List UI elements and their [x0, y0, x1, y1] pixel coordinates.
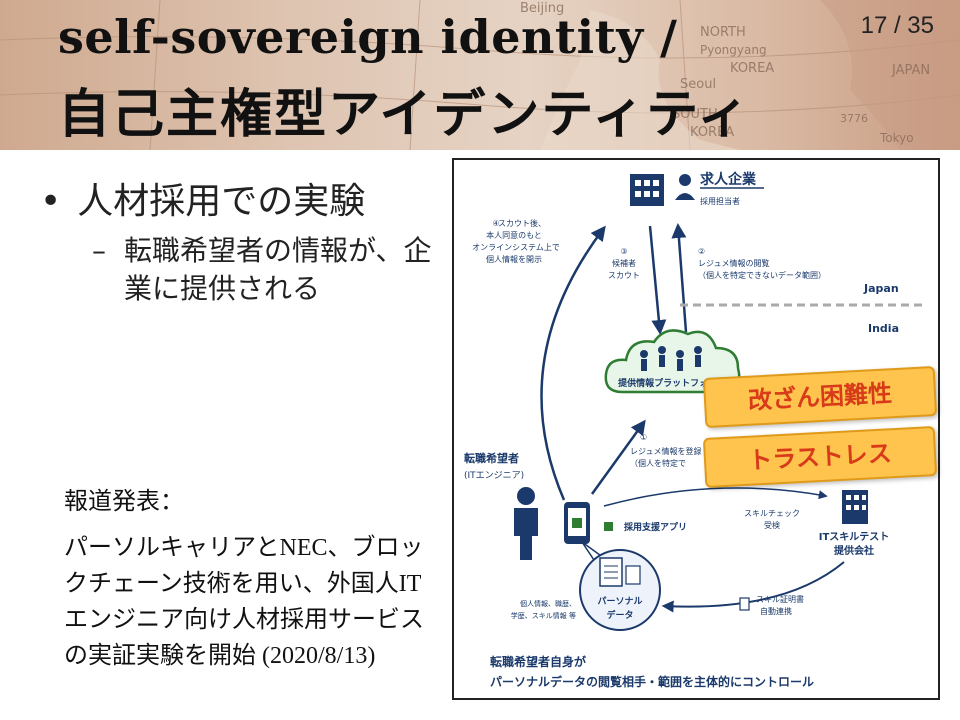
label-japan: Japan [863, 282, 899, 295]
company-title: 求人企業 [700, 171, 757, 188]
page-number: 17 / 35 [860, 12, 934, 39]
document-icon [599, 557, 641, 587]
title-banner: Beijing NORTH Pyongyang KOREA Seoul SOUT… [0, 0, 960, 150]
press-body: パーソルキャリアとNEC、ブロックチェーン技術を用い、外国人ITエンジニア向け人… [64, 535, 424, 669]
recruiter-icon [675, 174, 695, 200]
step3-line: 候補者 [612, 258, 636, 268]
personal-items-line: 学歴、スキル情報 等 [511, 611, 576, 620]
app-label: 採用支援アプリ [624, 521, 687, 533]
step1-line: レジュメ情報を登録 [630, 446, 701, 456]
press-release: 報道発表： パーソルキャリアとNEC、ブロックチェーン技術を用い、外国人ITエン… [64, 484, 424, 674]
map-label: KOREA [690, 125, 734, 140]
smartphone-icon [564, 502, 590, 544]
candidate-title: 転職希望者 [464, 451, 519, 465]
skill-check-line: スキルチェック [744, 509, 800, 518]
test-company-building-icon [842, 490, 868, 524]
sub-bullet-marker: – [92, 234, 106, 267]
bullet-main: • 人材採用での実験 [40, 172, 365, 224]
personal-items-line: 個人情報、職歴、 [520, 599, 576, 608]
platform-cloud-icon [604, 329, 741, 394]
bullet-main-text: 人材採用での実験 [77, 181, 366, 222]
bullet-marker: • [40, 181, 62, 222]
map-label: Seoul [680, 77, 716, 92]
skill-cert-line: スキル証明書 [756, 594, 804, 604]
step4-line: 個人情報を開示 [486, 254, 542, 264]
step1-line: （個人を特定で [630, 458, 686, 468]
bottom-statement-line1: 転職希望者自身が [490, 654, 586, 669]
step4-line: オンラインシステム上で [472, 243, 560, 252]
step3-number: ③ [620, 247, 627, 256]
step4-line: 本人同意のもと [486, 230, 542, 240]
step4-number: ④ [492, 219, 499, 228]
step2-line: （個人を特定できないデータ範囲） [698, 270, 826, 280]
step1-number: ① [640, 433, 647, 442]
company-building-icon [630, 174, 664, 206]
slide-title-japanese: 自己主権型アイデンティティ [58, 85, 752, 145]
bullet-sub-text: 転職希望者の情報が、企業に提供される [124, 234, 432, 305]
map-label: JAPAN [891, 63, 930, 78]
map-background: Beijing NORTH Pyongyang KOREA Seoul SOUT… [0, 0, 960, 150]
map-label: 3776 [840, 112, 868, 125]
map-label: Pyongyang [700, 43, 767, 57]
personal-data-line: データ [606, 609, 633, 621]
map-label: Tokyo [879, 131, 914, 145]
personal-data-line: パーソナル [597, 595, 642, 607]
map-label: NORTH [700, 25, 746, 40]
step4-line: スカウト後、 [498, 218, 546, 228]
press-label: 報道発表： [64, 489, 184, 515]
step2-line: レジュメ情報の閲覧 [698, 258, 769, 268]
skill-check-line: 受検 [764, 520, 780, 530]
candidate-subtitle: (ITエンジニア) [464, 471, 524, 481]
step2-number: ② [698, 247, 705, 256]
candidate-person-icon [514, 487, 538, 560]
slide-title-english: self-sovereign identity / [58, 10, 678, 64]
map-label: KOREA [730, 61, 774, 76]
bullet-sub: – 転職希望者の情報が、企業に提供される [92, 232, 432, 308]
test-company-line: 提供会社 [834, 544, 874, 557]
people-icon [640, 346, 702, 371]
map-label: Beijing [520, 1, 564, 16]
platform-label: 提供情報プラットフォーム [618, 377, 726, 389]
diagram-canvas: 求人企業 採用担当者 ④ スカウト後、 本人同意のもと オンラインシステム上で … [464, 171, 924, 689]
map-label: SOUTH [672, 107, 718, 122]
skill-cert-line: 自動連携 [760, 606, 792, 616]
company-staff: 採用担当者 [700, 196, 740, 206]
test-company-line: ITスキルテスト [819, 531, 890, 543]
step3-line: スカウト [608, 271, 640, 280]
label-india: India [868, 322, 899, 335]
bottom-statement-line2: パーソナルデータの閲覧相手・範囲を主体的にコントロール [490, 674, 814, 689]
